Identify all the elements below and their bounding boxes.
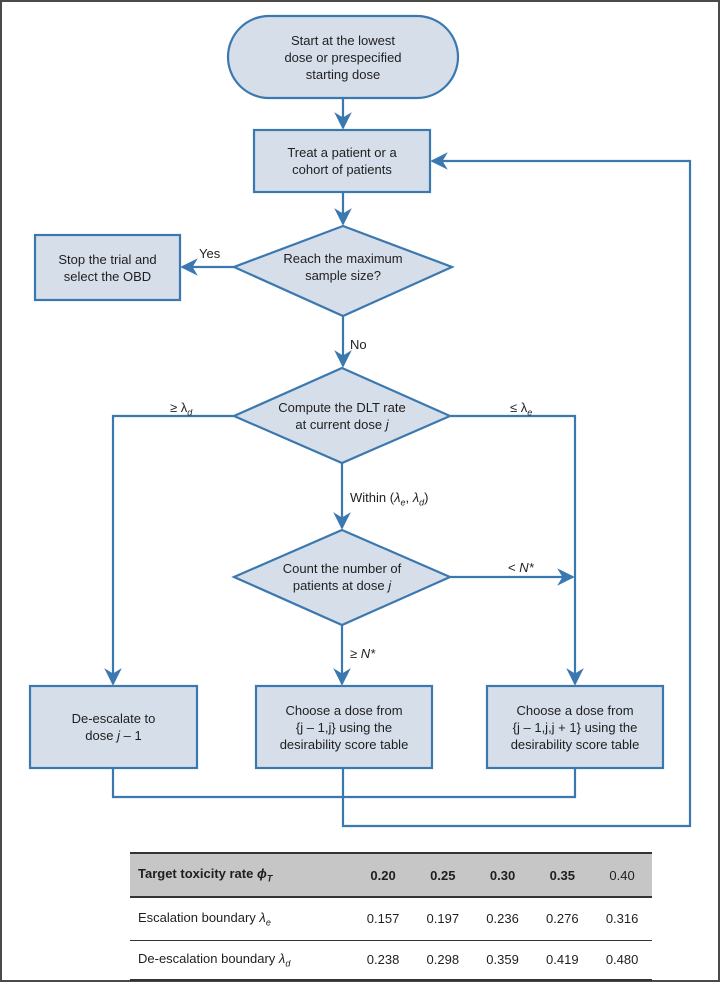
start-line-2: dose or prespecified <box>284 49 402 65</box>
row-lambda-subscript: d <box>285 958 291 969</box>
edge-label-lt-n: < N* <box>508 560 534 575</box>
treat-box-shape <box>252 128 432 194</box>
choose-three-line-3: desirability score table <box>510 736 640 752</box>
choose-three-line-1: Choose a dose from <box>516 702 634 718</box>
count-patients-diamond: Count the number of patients at dose j <box>254 555 430 599</box>
deescalate-line-2-text: dose <box>85 728 118 743</box>
stop-box: Stop the trial and select the OBD <box>35 235 180 300</box>
row-label-text: Escalation boundary <box>138 909 260 925</box>
count-line-2: patients at dose j <box>283 577 402 594</box>
deescalate-line-2: dose j – 1 <box>72 727 156 744</box>
table-row: De-escalation boundary λd 0.238 0.298 0.… <box>130 940 652 980</box>
ge-lambda-d-subscript: d <box>187 407 193 418</box>
row-lambda-symbol: λ <box>278 950 286 966</box>
reach-max-diamond: Reach the maximum sample size? <box>254 245 432 289</box>
edge-label-ge-n: ≥ N* <box>350 646 375 661</box>
start-terminal: Start at the lowest dose or prespecified… <box>228 16 458 98</box>
header-phi-symbol: ϕ <box>256 866 267 882</box>
choose-two-line-2: {j – 1,j} using the <box>295 719 393 735</box>
deescalate-line-2-var: j <box>117 728 120 743</box>
table-cell: 0.316 <box>605 911 639 927</box>
table-row: Escalation boundary λe 0.157 0.197 0.236… <box>130 897 652 940</box>
header-cell: 0.20 <box>370 867 396 883</box>
stop-line-2: select the OBD <box>63 268 152 284</box>
choose-three-line-2: {j – 1,j,j + 1} using the <box>512 719 638 735</box>
choose-three-box-shape <box>485 684 665 770</box>
reach-max-line-2: sample size? <box>305 268 381 283</box>
deescalate-box: De-escalate to dose j – 1 <box>30 686 197 768</box>
within-lambda-e: λ <box>394 490 401 505</box>
edge-label-le-lambda-e: ≤ λe <box>510 400 532 418</box>
start-line-1: Start at the lowest <box>290 32 396 48</box>
choose-three-box: Choose a dose from {j – 1,j,j + 1} using… <box>487 686 663 768</box>
treat-line-2: cohort of patients <box>292 162 392 177</box>
deescalate-line-2-suffix: – 1 <box>120 728 142 743</box>
header-label: Target toxicity rate ϕT <box>130 853 353 897</box>
row-lambda-symbol: λ <box>259 909 266 925</box>
boundary-table: Target toxicity rate ϕT 0.20 0.25 0.30 0… <box>130 852 652 981</box>
count-line-2-text: patients at dose <box>292 578 389 593</box>
header-cell: 0.40 <box>609 867 635 883</box>
compute-line-2-var: j <box>385 417 389 432</box>
header-cell: 0.35 <box>549 867 575 883</box>
table-cell: 0.298 <box>426 952 460 968</box>
compute-line-1: Compute the DLT rate <box>278 400 406 415</box>
edge-loop-back-to-treat <box>341 152 692 828</box>
within-lambda-d: λ <box>412 490 420 505</box>
choose-two-line-3: desirability score table <box>279 736 409 752</box>
within-comma: , <box>405 490 413 505</box>
edge-label-ge-lambda-d: ≥ λd <box>170 400 192 418</box>
le-lambda-e-subscript: e <box>527 407 533 418</box>
count-line-2-var: j <box>388 578 392 593</box>
ge-n-symbol: ≥ <box>350 646 361 661</box>
row-label-text: De-escalation boundary <box>138 950 279 966</box>
ge-n-var: N* <box>360 646 376 661</box>
compute-dlt-diamond: Compute the DLT rate at current dose j <box>254 394 430 438</box>
choose-two-line-1: Choose a dose from <box>285 702 403 718</box>
table-cell: 0.238 <box>366 952 400 968</box>
stop-box-shape <box>33 233 182 302</box>
table-cell: 0.236 <box>486 911 519 927</box>
table-cell: 0.419 <box>546 952 579 968</box>
compute-line-2-text: at current dose <box>295 417 386 432</box>
deescalate-line-1: De-escalate to <box>71 711 156 726</box>
count-line-1: Count the number of <box>282 561 402 576</box>
table-cell: 0.359 <box>486 952 519 968</box>
lt-n-symbol: < <box>508 560 520 575</box>
table-cell: 0.276 <box>546 911 579 927</box>
table-cell: 0.157 <box>366 911 400 927</box>
within-suffix: ) <box>424 490 429 505</box>
edge-label-within: Within (λe, λd) <box>350 490 428 508</box>
edge-label-no: No <box>350 337 367 352</box>
within-prefix: Within ( <box>350 490 395 505</box>
start-line-3: starting dose <box>305 66 381 82</box>
treat-line-1: Treat a patient or a <box>287 145 397 160</box>
compute-line-2: at current dose j <box>278 416 405 433</box>
header-cell: 0.30 <box>489 867 516 883</box>
row-label: De-escalation boundary λd <box>130 940 353 980</box>
table-header-row: Target toxicity rate ϕT 0.20 0.25 0.30 0… <box>130 853 652 897</box>
row-label: Escalation boundary λe <box>130 897 353 940</box>
edge-label-yes: Yes <box>199 246 221 261</box>
within-sub-d: d <box>419 497 425 508</box>
treat-box: Treat a patient or a cohort of patients <box>254 130 430 192</box>
row-lambda-subscript: e <box>265 917 271 928</box>
lt-n-var: N* <box>519 560 534 575</box>
header-label-text: Target toxicity rate <box>138 866 257 882</box>
reach-max-line-1: Reach the maximum <box>283 251 403 266</box>
table-cell: 0.197 <box>426 911 460 927</box>
edge-ge-lambda-d <box>104 414 234 686</box>
le-lambda-e-symbol: ≤ λ <box>510 400 528 415</box>
ge-lambda-d-symbol: ≥ λ <box>170 400 188 415</box>
choose-two-box: Choose a dose from {j – 1,j} using the d… <box>256 686 432 768</box>
table-cell: 0.480 <box>605 952 639 968</box>
within-sub-e: e <box>400 497 406 508</box>
stop-line-1: Stop the trial and <box>58 251 157 267</box>
header-cell: 0.25 <box>430 867 456 883</box>
header-phi-subscript: T <box>266 873 273 884</box>
edge-le-lambda-e <box>450 414 584 686</box>
